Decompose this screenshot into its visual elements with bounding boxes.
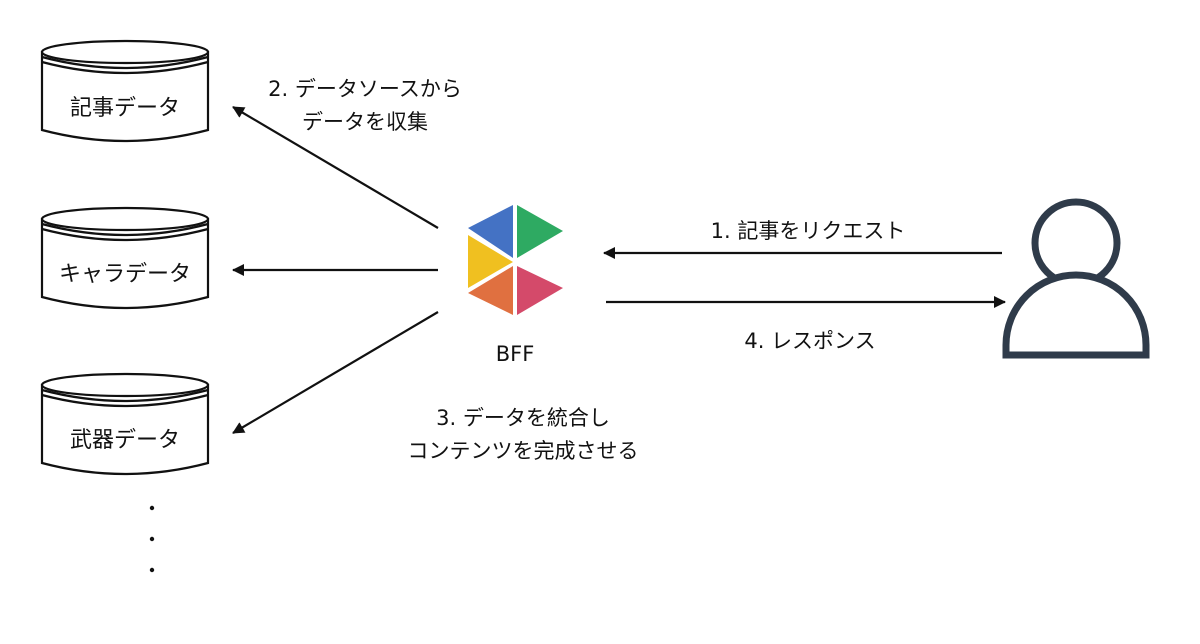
edge-label-response: 4. レスポンス xyxy=(744,329,875,353)
database-label: キャラデータ xyxy=(59,262,191,287)
arrow-to-weapon-db xyxy=(232,311,439,434)
database-weapon: 武器データ xyxy=(40,372,210,476)
bff-label: BFF xyxy=(496,342,535,366)
database-label: 武器データ xyxy=(70,428,180,453)
edge-label-request: 1. 記事をリクエスト xyxy=(711,219,906,243)
arrow-to-article-db xyxy=(232,106,439,229)
database-article: 記事データ xyxy=(40,39,210,143)
edge-label-line: 2. データソースから xyxy=(268,77,462,101)
edge-label-line: 3. データを統合し xyxy=(436,406,610,430)
database-label: 記事データ xyxy=(70,96,180,121)
edge-label-collect: 2. データソースから データを収集 xyxy=(268,77,462,134)
logo-segment xyxy=(517,266,563,315)
more-databases-ellipsis xyxy=(149,505,155,573)
logo-segment xyxy=(517,205,563,258)
logo-segment xyxy=(468,235,513,288)
logo-segment xyxy=(468,266,513,315)
database-character: キャラデータ xyxy=(40,206,210,310)
bff-logo-icon xyxy=(468,205,563,315)
edge-label-line: コンテンツを完成させる xyxy=(408,439,639,463)
logo-segment xyxy=(468,205,513,258)
edge-label-line: データを収集 xyxy=(302,110,428,134)
user-icon xyxy=(1002,198,1150,359)
edge-label-integrate: 3. データを統合し コンテンツを完成させる xyxy=(408,406,639,463)
